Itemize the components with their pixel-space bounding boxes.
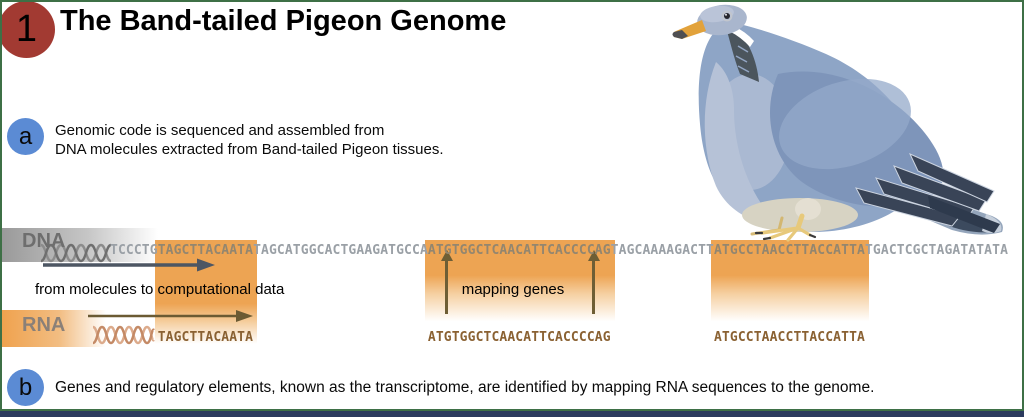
band-tailed-pigeon-illustration: [672, 4, 1003, 242]
dna-seq-segment: TAGCAAAAGACTT: [610, 243, 714, 258]
step-a-text: Genomic code is sequenced and assembled …: [55, 121, 444, 159]
dna-helix-icon: [40, 243, 112, 263]
step-b-badge: b: [7, 369, 44, 406]
highlight-box: [711, 240, 869, 324]
dna-label: DNA: [22, 230, 66, 252]
rna-seq-spacer: TGACTCGCTAGATATATA: [865, 330, 1008, 345]
rna-seq-spacer: TAGCAAAAGACTT: [611, 330, 714, 345]
highlight-box: [155, 240, 257, 346]
dna-seq-segment: TAGCATGGCACTGAAGATGCCA: [253, 243, 428, 258]
rna-mapped-segment: TAGCTTACAATA: [157, 330, 254, 345]
rna-sequence-row: TCCCTGTAGCTTACAATATAGCATGGCACTGAAGATGCCA…: [110, 330, 1008, 345]
up-arrow-icon: [440, 250, 453, 314]
step-a-badge: a: [7, 118, 44, 155]
rna-mapped-segment: ATGCCTAACCTTACCATTA: [713, 330, 865, 345]
rna-mapped-segment: ATGTGGCTCAACATTCACCCCAG: [427, 330, 611, 345]
step-b-label: b: [18, 373, 33, 401]
highlight-boxes: [110, 0, 1024, 417]
dna-gene-segment: ATGTGGCTCAACATTCACCCCAG: [427, 243, 611, 258]
step-a-line2: DNA molecules extracted from Band-tailed…: [55, 141, 444, 158]
rna-seq-spacer: TCCCTG: [110, 330, 158, 345]
mapping-genes-label: mapping genes: [461, 281, 565, 298]
footer-bar: [0, 411, 1024, 417]
dna-gene-segment: ATGCCTAACCTTACCATTA: [713, 243, 865, 258]
page-title: The Band-tailed Pigeon Genome: [60, 5, 507, 37]
dna-sequence-row: TCCCTGTAGCTTACAATATAGCATGGCACTGAAGATGCCA…: [110, 243, 1008, 258]
step-b-text: Genes and regulatory elements, known as …: [55, 379, 875, 396]
rna-seq-spacer: TAGCATGGCACTGAAGATGCCA: [253, 330, 428, 345]
dna-seq-segment: TCCCTG: [110, 243, 158, 258]
section-number: 1: [15, 8, 38, 50]
section-number-badge: 1: [0, 1, 55, 58]
dna-gene-segment: TAGCTTACAATA: [157, 243, 254, 258]
rna-label: RNA: [22, 314, 66, 336]
flow-label: from molecules to computational data: [35, 281, 285, 298]
step-a-line1: Genomic code is sequenced and assembled …: [55, 122, 385, 139]
rna-helix-icon: [92, 325, 155, 345]
step-a-label: a: [18, 122, 33, 150]
highlight-box: [425, 240, 615, 324]
up-arrow-icon: [587, 250, 600, 314]
dna-seq-segment: TGACTCGCTAGATATATA: [864, 243, 1009, 258]
